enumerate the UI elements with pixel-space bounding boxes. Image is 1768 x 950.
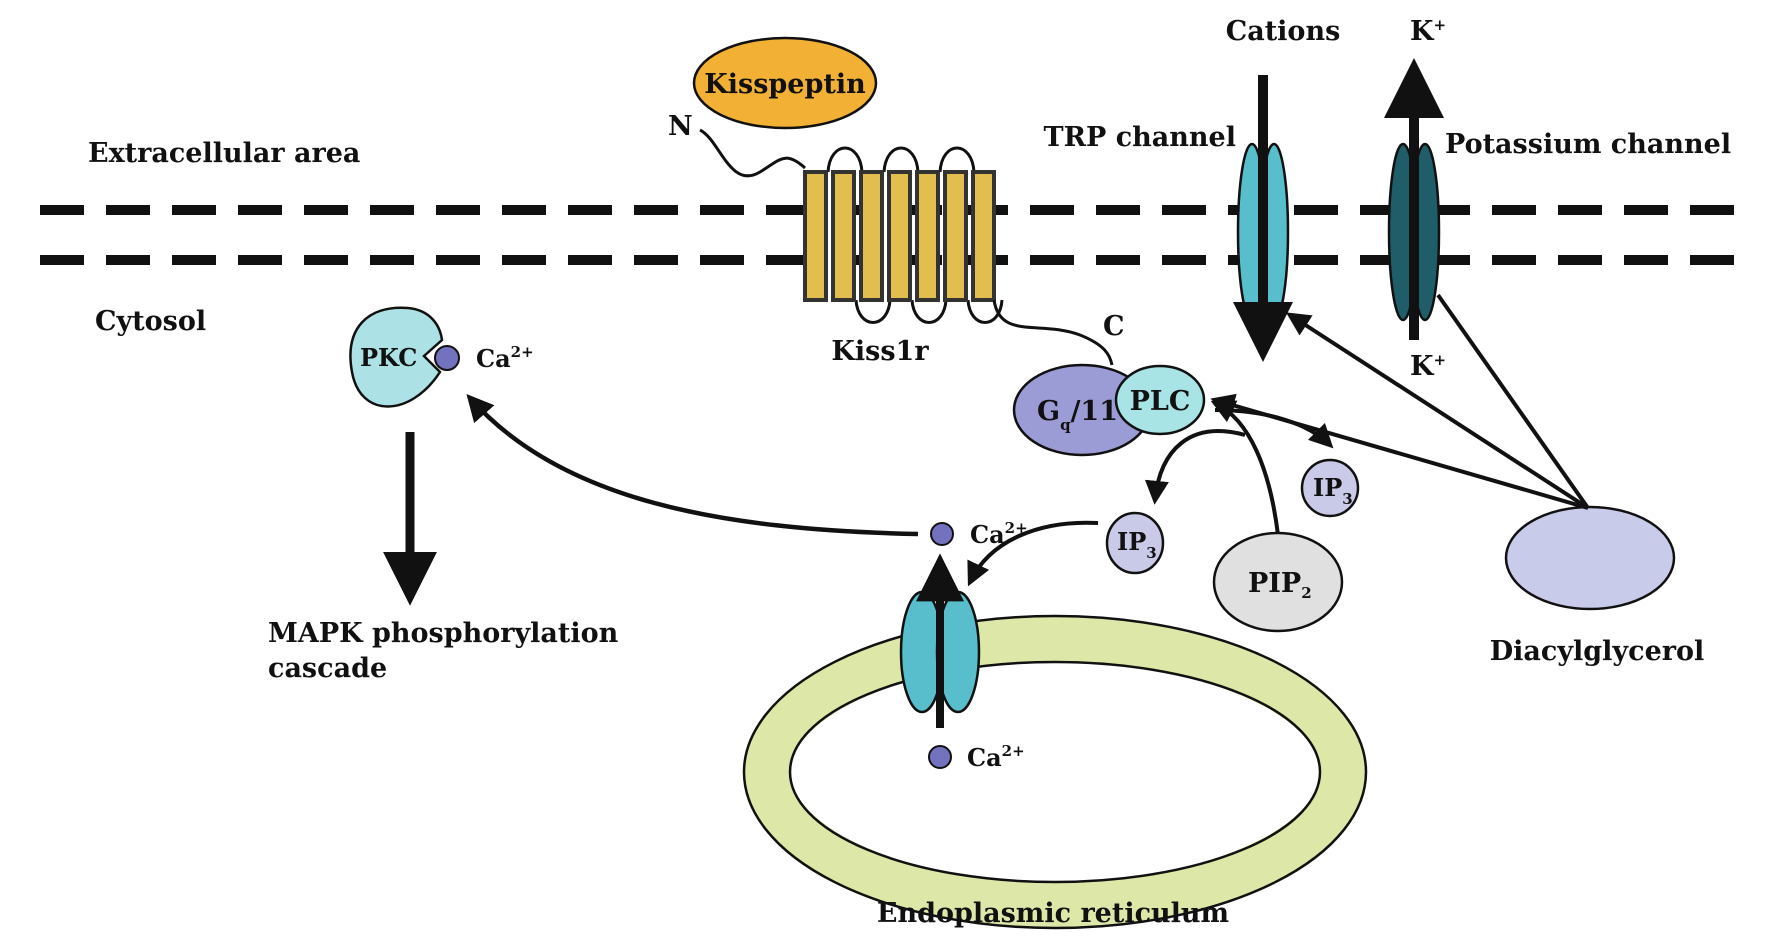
helix-7 — [971, 170, 996, 302]
c-terminus-tail — [992, 299, 1114, 366]
er-calcium-channel — [899, 590, 981, 714]
dag-to-potassium-line — [1436, 293, 1590, 510]
pip2-to-plc-arrow — [1210, 400, 1280, 536]
dag-to-trp-arrow — [1285, 312, 1590, 510]
kisspeptin-ellipse — [692, 36, 878, 130]
kisspeptin-label: Kisspeptin — [704, 69, 866, 100]
helix-2 — [831, 170, 856, 302]
er-label: Endoplasmic reticulum — [877, 898, 1229, 929]
mapk-label-line1: MAPK phosphorylation — [268, 618, 619, 649]
helix-5 — [915, 170, 940, 302]
ip3-to-er-channel-arrow — [967, 520, 1099, 587]
er-ring-outer-edge — [742, 614, 1368, 930]
plc-ellipse — [1114, 364, 1206, 436]
kiss1r-label: Kiss1r — [831, 336, 929, 367]
helix-3 — [859, 170, 884, 302]
pkc-shape — [349, 306, 444, 408]
ip3-left-ellipse — [1105, 511, 1165, 575]
plc-label: PLC — [1130, 386, 1191, 417]
dag-to-plc-line — [1210, 393, 1589, 510]
er-ring — [744, 616, 1366, 928]
ip3-left-label: IP3 — [1117, 527, 1157, 562]
pip2-label: PIP2 — [1248, 568, 1312, 602]
potassium-channel-label: Potassium channel — [1445, 129, 1731, 160]
trp-channel-label: TRP channel — [1044, 122, 1237, 153]
dag-ellipse — [1504, 505, 1676, 611]
er-ring-inner-edge — [788, 660, 1322, 884]
n-terminus-label: N — [668, 111, 693, 142]
helix-6 — [943, 170, 968, 302]
kiss1r-receptor — [803, 146, 1004, 324]
ip3-right-ellipse — [1300, 458, 1360, 518]
mapk-label-line2: cascade — [268, 653, 387, 684]
dag-label: Diacylglycerol — [1490, 636, 1704, 667]
calcium-pkc-dot — [434, 345, 460, 371]
calcium-er-label: Ca2+ — [967, 742, 1025, 772]
k-top-label: K+ — [1410, 16, 1446, 47]
c-terminus-label: C — [1103, 311, 1125, 342]
calcium-pkc-label: Ca2+ — [476, 343, 534, 373]
pkc-label: PKC — [360, 343, 417, 372]
ip3-right-label: IP3 — [1313, 473, 1353, 508]
k-bottom-label: K+ — [1410, 351, 1446, 382]
cytosol-label: Cytosol — [95, 306, 206, 337]
calcium-cytosol-label: Ca2+ — [970, 519, 1028, 549]
helix-4 — [887, 170, 912, 302]
cations-label: Cations — [1226, 16, 1341, 47]
n-terminus-tail — [699, 128, 807, 178]
extracellular-label: Extracellular area — [88, 138, 360, 169]
calcium-to-pkc-arrow — [466, 393, 919, 537]
plc-to-ip3-left-arrow — [1144, 429, 1246, 505]
pip2-ellipse — [1212, 531, 1344, 633]
helix-1 — [803, 170, 828, 302]
receptor-loops — [826, 146, 1004, 324]
calcium-er-dot — [928, 745, 952, 769]
calcium-cytosol-dot — [930, 522, 954, 546]
gq11-label: Gq/11 — [1037, 396, 1118, 434]
